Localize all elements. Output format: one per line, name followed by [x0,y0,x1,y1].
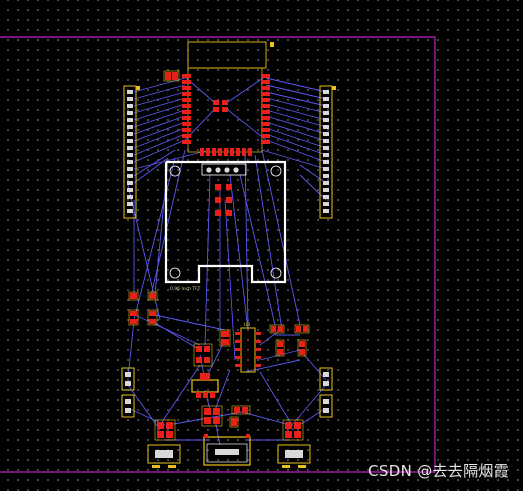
right-side-leds[interactable] [319,367,333,418]
usb-connector[interactable] [203,434,251,466]
board-outline [0,36,436,472]
antenna-outline[interactable] [187,41,267,69]
center-caps[interactable] [193,329,231,367]
header-left-pins [127,90,133,213]
bottom-right-resistors [282,419,304,441]
mcu-left-pads [182,74,191,144]
switch-right[interactable] [277,444,311,468]
mcu-decoupling-caps [163,70,180,82]
mcu-right-pads [261,74,270,144]
left-side-leds[interactable] [121,367,135,418]
soic-ic[interactable] [235,327,261,373]
header-right[interactable] [319,85,336,219]
watermark-text: CSDN @去去隔烟霞 [368,462,509,480]
left-passives[interactable] [128,291,158,326]
lcd-connector[interactable] [201,163,247,176]
header-left[interactable] [123,85,140,219]
voltage-regulator[interactable] [191,373,219,398]
ratsnest-group [127,75,327,446]
header-right-pins [323,90,329,213]
right-passives[interactable] [269,324,310,357]
lcd-module-outline[interactable] [164,160,287,284]
antenna-designator [270,42,274,47]
mcu-bottom-pads [200,148,252,156]
bottom-left-resistors [154,419,176,441]
lcd-silk-label: 0.96 Inch TFT [170,286,201,292]
regulator-caps [201,405,251,428]
lcd-mount-holes [169,165,282,279]
mcu-center-pads [213,100,228,112]
lcd-passives [215,184,232,216]
switch-left[interactable] [147,444,181,468]
ic-designator: U3 [244,322,250,328]
